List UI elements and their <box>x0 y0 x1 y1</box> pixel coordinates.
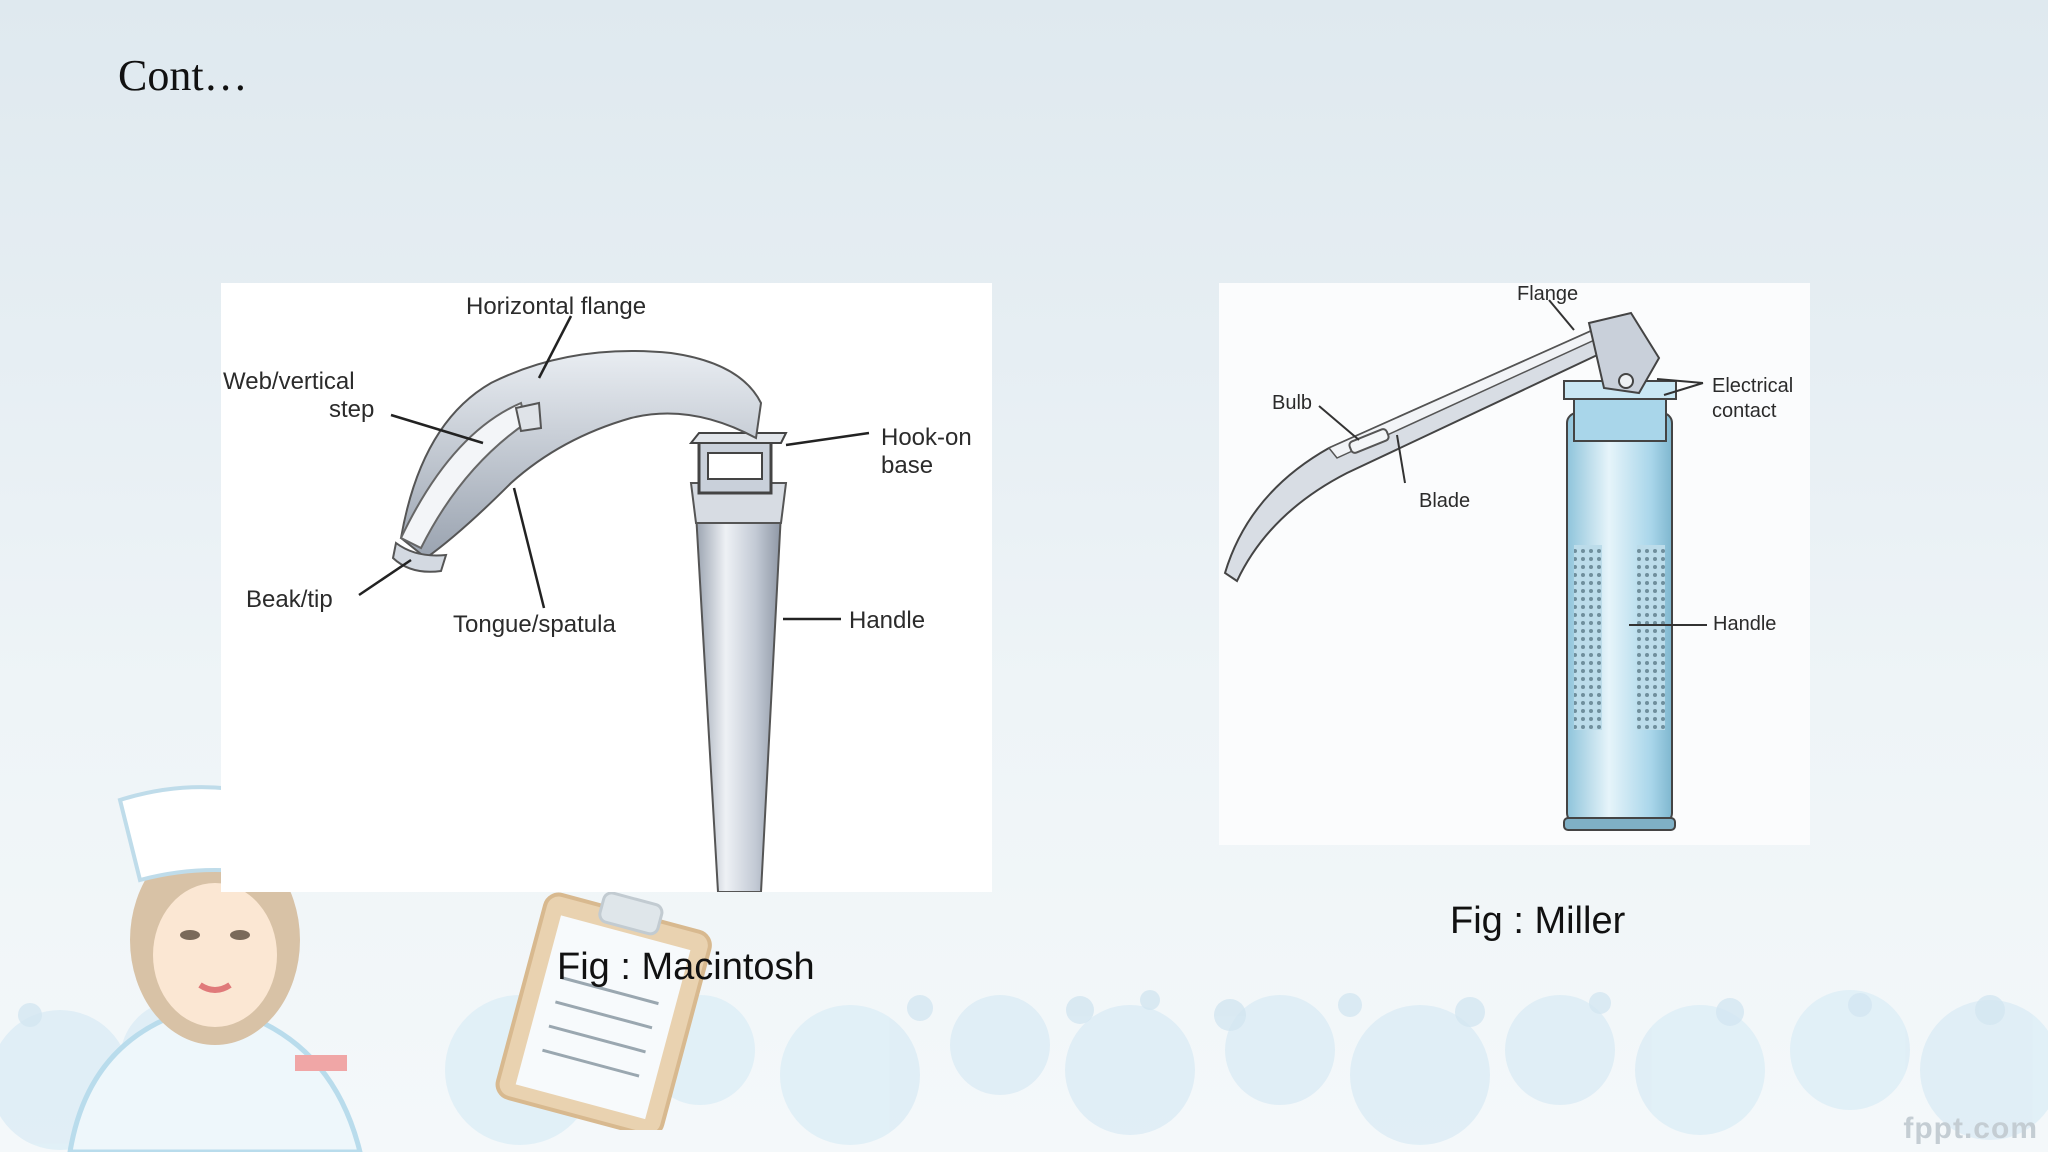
label-bulb: Bulb <box>1272 392 1312 414</box>
label-handle: Handle <box>1713 613 1776 635</box>
label-contact: contact <box>1712 400 1777 422</box>
label-handle: Handle <box>849 607 925 634</box>
macintosh-caption: Fig : Macintosh <box>557 946 815 988</box>
label-beak-tip: Beak/tip <box>246 586 333 613</box>
label-base: base <box>881 452 933 479</box>
clipboard-illustration <box>495 891 712 1130</box>
label-flange: Flange <box>1517 283 1578 305</box>
label-blade: Blade <box>1419 490 1470 512</box>
label-hook-on: Hook-on <box>881 424 972 451</box>
macintosh-figure: Horizontal flange Web/vertical step Hook… <box>221 283 992 892</box>
miller-laryngoscope-diagram: Flange Bulb Electrical contact Blade Han… <box>1223 283 1793 831</box>
label-horizontal-flange: Horizontal flange <box>466 293 646 320</box>
label-electrical: Electrical <box>1712 375 1793 397</box>
label-tongue-spatula: Tongue/spatula <box>453 611 616 638</box>
miller-figure: Flange Bulb Electrical contact Blade Han… <box>1219 283 1810 845</box>
miller-caption: Fig : Miller <box>1450 900 1626 942</box>
macintosh-laryngoscope-diagram: Horizontal flange Web/vertical step Hook… <box>223 293 972 892</box>
label-web-vertical: Web/vertical <box>223 368 355 395</box>
watermark: fppt.com <box>1903 1112 2038 1145</box>
label-step: step <box>329 396 374 423</box>
slide-title: Cont… <box>118 51 248 100</box>
